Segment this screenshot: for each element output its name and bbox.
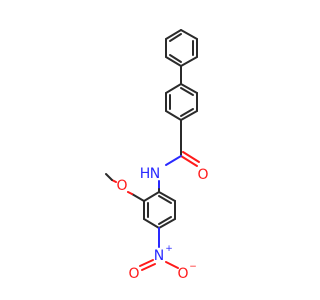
double-bond-inner [180,108,194,117]
bond [158,191,176,202]
bond [165,29,182,40]
bond [143,191,160,202]
bond [180,83,198,94]
lower-nitrophenyl-ring [143,191,176,229]
bond [143,218,160,229]
bond [165,83,182,94]
nitro-double-bond [139,259,154,267]
nitro-negative-charge: − [189,262,197,272]
double-bond-inner [158,216,172,225]
nitro-positive-charge: + [165,244,173,254]
bond [180,29,198,40]
double-bond-inner [180,87,194,96]
bond [165,56,182,67]
nitro-oxygen-left-label: O [128,266,139,282]
molecule-canvas: O N H O N + O O − [105,29,209,282]
bond [158,218,176,229]
carbonyl-double-bond [180,155,198,167]
carbonyl-oxygen-label: O [197,167,208,183]
ring-to-methoxy-bond [131,193,145,202]
nitro-nitrogen-label: N [154,248,164,264]
nitro-double-bond [141,263,156,271]
amide-hydrogen-label: H [140,166,151,182]
double-bond-inner [169,54,182,63]
double-bond-inner [158,195,172,204]
molecule-structure: O N H O N + O O − [105,29,209,282]
ring-to-methoxy-bond [127,191,133,195]
bond [180,56,198,67]
middle-benzene-ring [165,83,198,121]
methoxy-methyl-bond [105,173,113,181]
amide-bond [165,155,182,166]
amide-nitrogen-label: N [150,166,160,182]
bond [165,110,182,121]
top-phenyl-ring [165,29,198,67]
nitro-single-bond [165,261,179,269]
carbonyl-double-bond [182,151,200,163]
bond [180,110,198,121]
methoxy-oxygen-label: O [116,178,127,194]
nitro-oxygen-right-label: O [177,266,188,282]
double-bond-inner [169,33,182,42]
